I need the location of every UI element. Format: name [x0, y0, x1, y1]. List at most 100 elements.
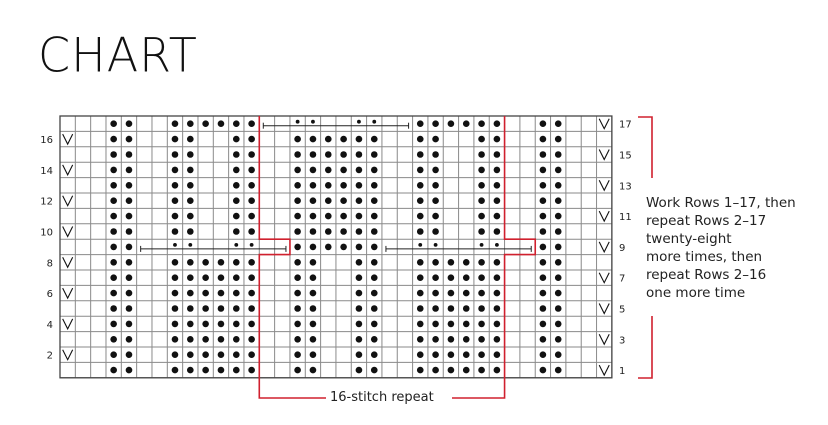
purl-dot: [355, 182, 363, 189]
purl-dot: [171, 212, 179, 220]
purl-dot: [355, 212, 363, 220]
purl-dot: [493, 259, 501, 266]
purl-dot: [416, 366, 424, 374]
purl-dot: [493, 197, 501, 204]
purl-dot: [309, 305, 317, 312]
slip-stitch-symbol: [62, 318, 74, 331]
purl-dot: [232, 228, 240, 235]
slip-stitch-symbol: [598, 118, 610, 130]
purl-dot: [248, 259, 255, 266]
purl-dot: [110, 135, 117, 143]
chart-title: CHART: [38, 27, 198, 83]
slip-stitch-symbol: [598, 334, 610, 346]
purl-dot: [125, 336, 133, 343]
purl-dot: [355, 351, 363, 359]
purl-dot: [294, 135, 301, 143]
slip-stitch-symbol: [62, 226, 74, 238]
purl-dot: [355, 274, 363, 282]
purl-dot: [447, 259, 455, 266]
purl-dot: [232, 305, 240, 312]
purl-dot: [478, 151, 485, 158]
purl-dot: [294, 320, 301, 328]
purl-dot: [125, 366, 133, 374]
purl-dot: [187, 182, 194, 189]
purl-dot: [125, 166, 133, 174]
purl-dot: [232, 351, 240, 359]
purl-dot: [340, 151, 347, 158]
purl-dot: [539, 351, 547, 359]
purl-dot: [125, 259, 133, 266]
small-dot: [188, 243, 193, 247]
purl-dot: [125, 305, 133, 312]
purl-dot: [355, 366, 363, 374]
purl-dot: [432, 289, 439, 297]
purl-dot: [493, 151, 501, 158]
purl-dot: [232, 212, 240, 220]
purl-dot: [248, 305, 255, 312]
purl-dot: [324, 182, 332, 189]
purl-dot: [171, 305, 179, 312]
purl-dot: [110, 366, 117, 374]
purl-dot: [309, 182, 317, 189]
purl-dot: [493, 305, 501, 312]
small-dot: [418, 243, 423, 247]
purl-dot: [217, 305, 225, 312]
purl-dot: [202, 366, 209, 374]
purl-dot: [355, 320, 363, 328]
purl-dot: [478, 366, 485, 374]
purl-dot: [309, 243, 317, 251]
purl-dot: [355, 336, 363, 343]
purl-dot: [294, 212, 301, 220]
purl-dot: [232, 182, 240, 189]
purl-dot: [416, 289, 424, 297]
purl-dot: [232, 336, 240, 343]
purl-dot: [171, 259, 179, 266]
row-number-left: 4: [47, 320, 53, 331]
row-number-left: 8: [47, 258, 53, 269]
purl-dot: [309, 259, 317, 266]
purl-dot: [232, 166, 240, 174]
purl-dot: [493, 336, 501, 343]
purl-dot: [187, 120, 194, 127]
purl-dot: [217, 259, 225, 266]
purl-dot: [340, 228, 347, 235]
purl-dot: [493, 366, 501, 374]
purl-dot: [432, 305, 439, 312]
purl-dot: [232, 366, 240, 374]
purl-dot: [554, 274, 562, 282]
rows-bracket-top: [638, 116, 653, 178]
purl-dot: [232, 259, 240, 266]
purl-dot: [432, 228, 439, 235]
purl-dot: [493, 351, 501, 359]
purl-dot: [370, 182, 378, 189]
purl-dot: [248, 197, 255, 204]
slip-stitch-symbol: [62, 133, 74, 146]
purl-dot: [125, 182, 133, 189]
purl-dot: [125, 228, 133, 235]
purl-dot: [125, 120, 133, 127]
purl-dot: [171, 320, 179, 328]
purl-dot: [294, 289, 301, 297]
purl-dot: [355, 243, 363, 251]
purl-dot: [294, 166, 301, 174]
row-number-left: 12: [40, 197, 53, 208]
purl-dot: [217, 289, 225, 297]
purl-dot: [462, 120, 470, 127]
purl-dot: [493, 274, 501, 282]
purl-dot: [324, 212, 332, 220]
purl-dot: [478, 259, 485, 266]
purl-dot: [447, 305, 455, 312]
purl-dot: [309, 151, 317, 158]
purl-dot: [478, 274, 485, 282]
purl-dot: [493, 289, 501, 297]
purl-dot: [294, 305, 301, 312]
row-number-right: 9: [619, 243, 625, 254]
small-dot: [234, 243, 239, 247]
purl-dot: [324, 243, 332, 251]
purl-dot: [539, 212, 547, 220]
purl-dot: [447, 120, 455, 127]
slip-stitch-symbol: [62, 195, 74, 207]
purl-dot: [416, 135, 424, 143]
purl-dot: [217, 336, 225, 343]
purl-dot: [294, 151, 301, 158]
